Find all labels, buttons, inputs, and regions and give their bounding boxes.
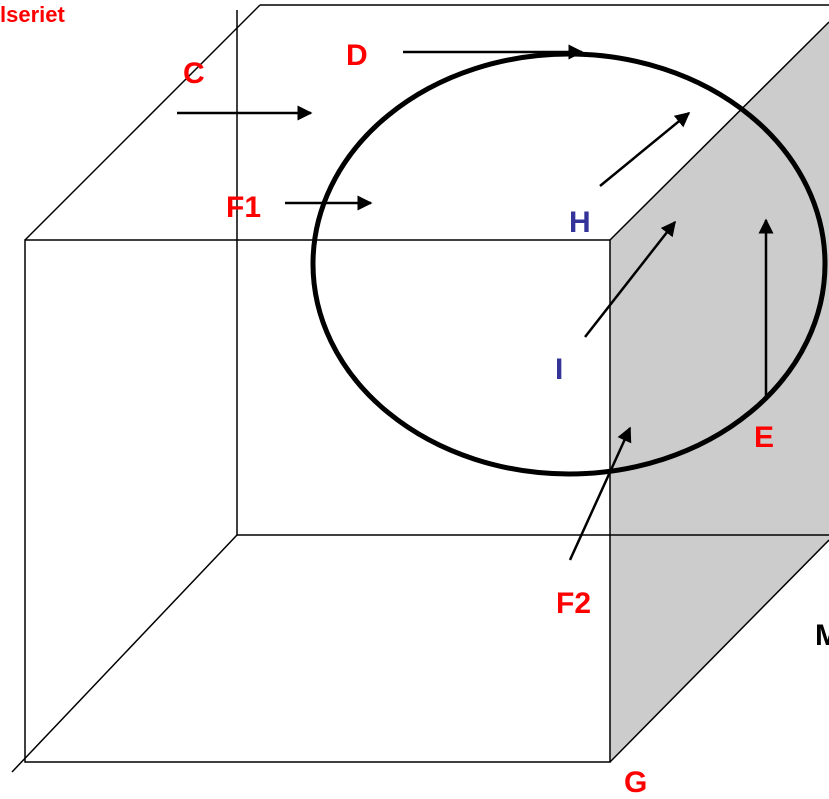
label-f1: F1 (226, 191, 261, 224)
label-i: I (555, 353, 563, 386)
label-top-left: lseriet (0, 2, 65, 27)
label-c: C (183, 57, 205, 90)
label-m: M (815, 619, 829, 652)
label-h: H (569, 206, 591, 239)
label-f2: F2 (556, 587, 591, 620)
arrow-f2 (568, 426, 632, 561)
label-g: G (624, 766, 647, 799)
depth-edge-top-right (609, 21, 829, 241)
depth-edge-bottom-left (11, 534, 238, 773)
depth-edge-top-left (24, 4, 261, 241)
front-face (24, 239, 611, 763)
arrow-h (599, 112, 691, 187)
label-d: D (346, 39, 368, 72)
shaded-right-face (610, 22, 829, 762)
arrow-i (584, 220, 676, 338)
label-e: E (754, 421, 774, 454)
depth-edge-bottom-right (609, 539, 829, 763)
